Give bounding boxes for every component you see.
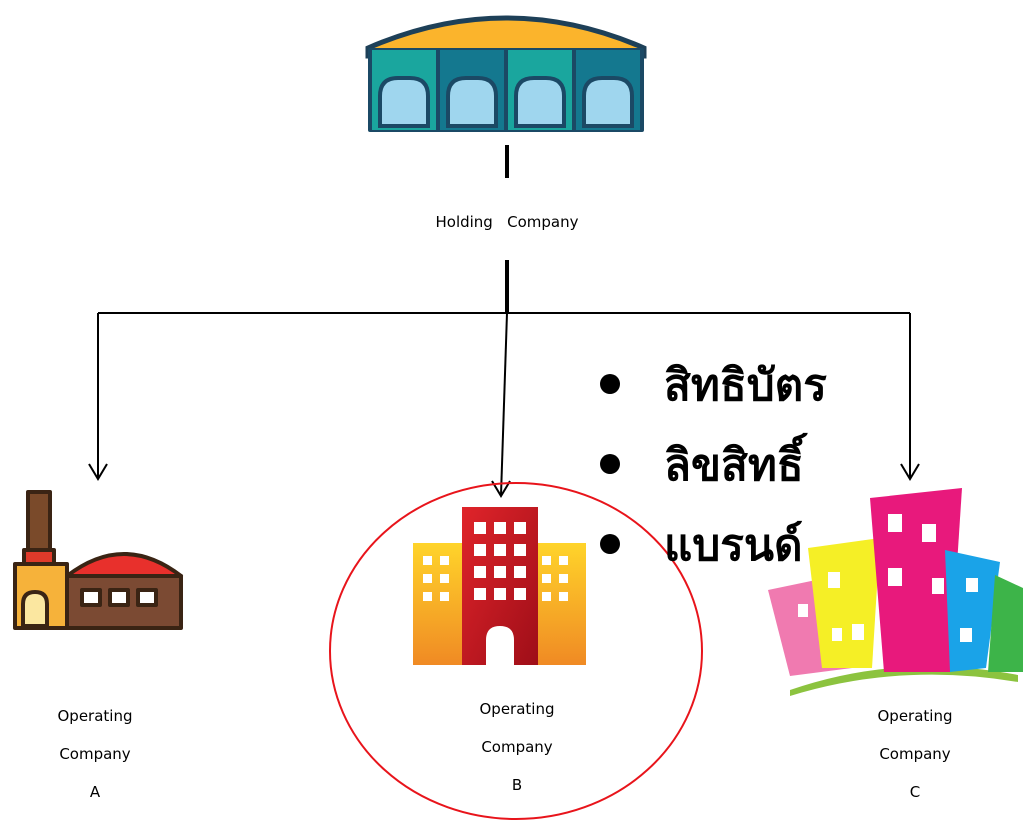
company-c-line1: Operating: [877, 707, 953, 725]
company-b-line1: Operating: [479, 700, 555, 718]
connector-lines: [97, 145, 911, 496]
holding-company-label: Holding Company: [380, 212, 634, 232]
office-towers-icon: [413, 507, 586, 665]
bullet-dot-icon: [600, 534, 620, 554]
company-c-line3: C: [909, 783, 921, 801]
arrowhead-b-icon: [491, 480, 511, 498]
arrowhead-c-icon: [900, 463, 920, 481]
operating-company-a-label: Operating Company A: [20, 706, 170, 802]
bullet-item-copyright: ลิขสิทธิ์: [598, 436, 928, 516]
bullet-text-copyright: ลิขสิทธิ์: [664, 440, 804, 491]
colorful-buildings-icon: [768, 488, 1023, 696]
company-b-line3: B: [511, 776, 523, 794]
holding-word-2: Company: [507, 213, 579, 231]
asset-bullet-list: สิทธิบัตร ลิขสิทธิ์ แบรนด์: [598, 356, 928, 596]
bullet-text-brand: แบรนด์: [664, 520, 803, 571]
operating-company-b-label: Operating Company B: [442, 699, 592, 795]
bullet-item-patent: สิทธิบัตร: [598, 356, 928, 436]
bullet-text-patent: สิทธิบัตร: [664, 360, 827, 411]
bullet-dot-icon: [600, 454, 620, 474]
company-a-line3: A: [89, 783, 101, 801]
holding-word-1: Holding: [435, 213, 493, 231]
company-c-line2: Company: [879, 745, 951, 763]
bullet-dot-icon: [600, 374, 620, 394]
company-a-line1: Operating: [57, 707, 133, 725]
company-a-line2: Company: [59, 745, 131, 763]
arrowhead-a-icon: [88, 463, 108, 481]
bullet-item-brand: แบรนด์: [598, 516, 928, 596]
operating-company-c-label: Operating Company C: [840, 706, 990, 802]
highlight-circle: [329, 482, 703, 820]
company-b-line2: Company: [481, 738, 553, 756]
holding-company-building-icon: [365, 15, 647, 132]
factory-icon: [13, 490, 183, 630]
